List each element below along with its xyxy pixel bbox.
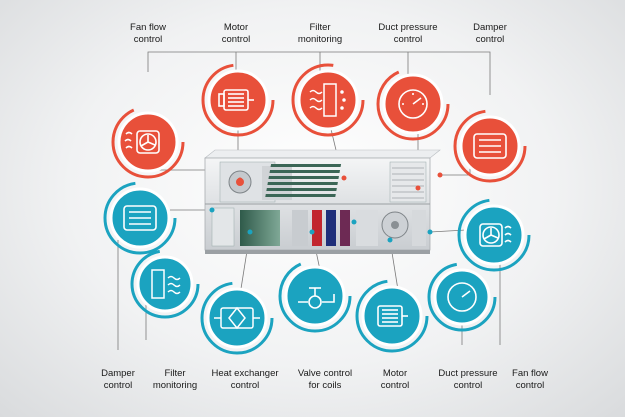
fan-icon (124, 130, 160, 154)
damper-icon (123, 205, 157, 231)
label-bottom-duct-pressure: Duct pressure control (438, 368, 498, 391)
blue-damper-node (103, 181, 177, 255)
label-bottom-heat-exchanger: Heat exchanger control (211, 368, 279, 391)
label-top-filter: Filter monitoring (297, 22, 343, 45)
label-bottom-fan-flow: Fan flow control (512, 368, 548, 391)
filter-icon (309, 83, 346, 117)
label-bottom-damper: Damper control (101, 368, 135, 391)
blue-fan-node (457, 198, 531, 272)
motor-icon (377, 305, 408, 327)
blue-valve-node (278, 259, 352, 333)
filter-icon (151, 269, 181, 299)
pressure-gauge-icon (447, 282, 477, 312)
air-handling-unit (204, 149, 443, 254)
label-top-motor: Motor control (221, 22, 251, 45)
motor-icon (218, 89, 254, 111)
blue-motor-node (355, 279, 429, 353)
label-top-duct-pressure: Duct pressure control (378, 22, 438, 45)
red-damper-node (453, 109, 527, 183)
blue-filter-node (130, 249, 200, 319)
label-bottom-valve: Valve control for coils (297, 368, 353, 391)
red-fan-node (111, 105, 185, 179)
label-top-fan-flow: Fan flow control (130, 22, 166, 45)
blue-duct-node (427, 262, 497, 332)
fan-icon (479, 223, 512, 247)
red-filter-node (291, 63, 365, 137)
blue-heat-node (200, 281, 274, 355)
label-bottom-motor: Motor control (380, 368, 410, 391)
red-duct-node (376, 67, 450, 141)
heat-exchanger-icon (214, 306, 260, 330)
label-top-damper: Damper control (473, 22, 507, 45)
pressure-gauge-icon (398, 89, 428, 119)
red-motor-node (201, 63, 275, 137)
valve-icon (298, 287, 335, 309)
damper-icon (473, 133, 507, 159)
label-bottom-filter: Filter monitoring (152, 368, 198, 391)
